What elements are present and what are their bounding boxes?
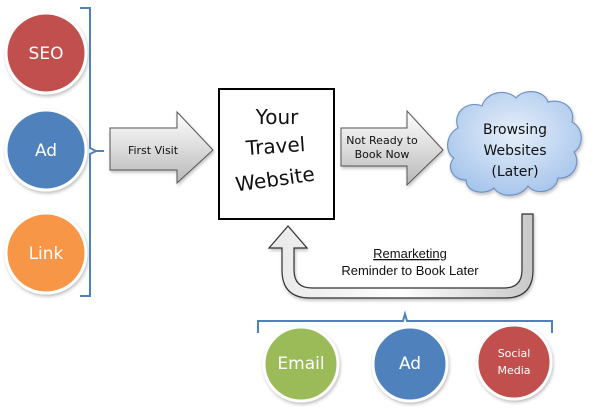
remarketing-title: Remarketing	[373, 246, 447, 261]
cloud-line1: Browsing	[483, 122, 547, 138]
website-line1: Your	[255, 105, 299, 129]
source-seo: SEO	[4, 11, 88, 95]
seo-circle	[4, 11, 88, 95]
source-ad: Ad	[4, 108, 88, 192]
link-label: Link	[29, 244, 64, 264]
email-label: Email	[277, 354, 324, 374]
email-circle	[262, 325, 340, 403]
website-line2: Travel	[244, 132, 306, 160]
cloud-line3: (Later)	[491, 164, 538, 180]
first-visit-label: First Visit	[128, 144, 179, 157]
channel-social-media: Social Media	[475, 323, 553, 401]
link-circle	[4, 211, 88, 295]
cloud-line2: Websites	[483, 143, 546, 159]
social-media-circle	[475, 323, 553, 401]
social-label-line2: Media	[497, 364, 530, 377]
not-ready-line1: Not Ready to	[346, 134, 418, 147]
website-box: Your Travel Website	[218, 88, 335, 220]
channel-email: Email	[262, 325, 340, 403]
source-link: Link	[4, 211, 88, 295]
ad-circle	[4, 108, 88, 192]
social-label-line1: Social	[498, 347, 531, 360]
ad-label: Ad	[35, 141, 57, 161]
seo-label: SEO	[29, 44, 64, 64]
browsing-cloud: Browsing Websites (Later)	[447, 91, 582, 196]
not-ready-arrow: Not Ready to Book Now	[340, 109, 444, 187]
bottom-bracket	[257, 310, 553, 333]
channel-ad: Ad	[371, 325, 449, 403]
remarketing-subtitle: Reminder to Book Later	[341, 263, 479, 278]
ad-circle-bottom	[371, 325, 449, 403]
remarketing-arrow	[267, 213, 534, 299]
ad-label-bottom: Ad	[399, 354, 421, 374]
first-visit-arrow: First Visit	[109, 110, 214, 185]
not-ready-line2: Book Now	[355, 148, 410, 161]
